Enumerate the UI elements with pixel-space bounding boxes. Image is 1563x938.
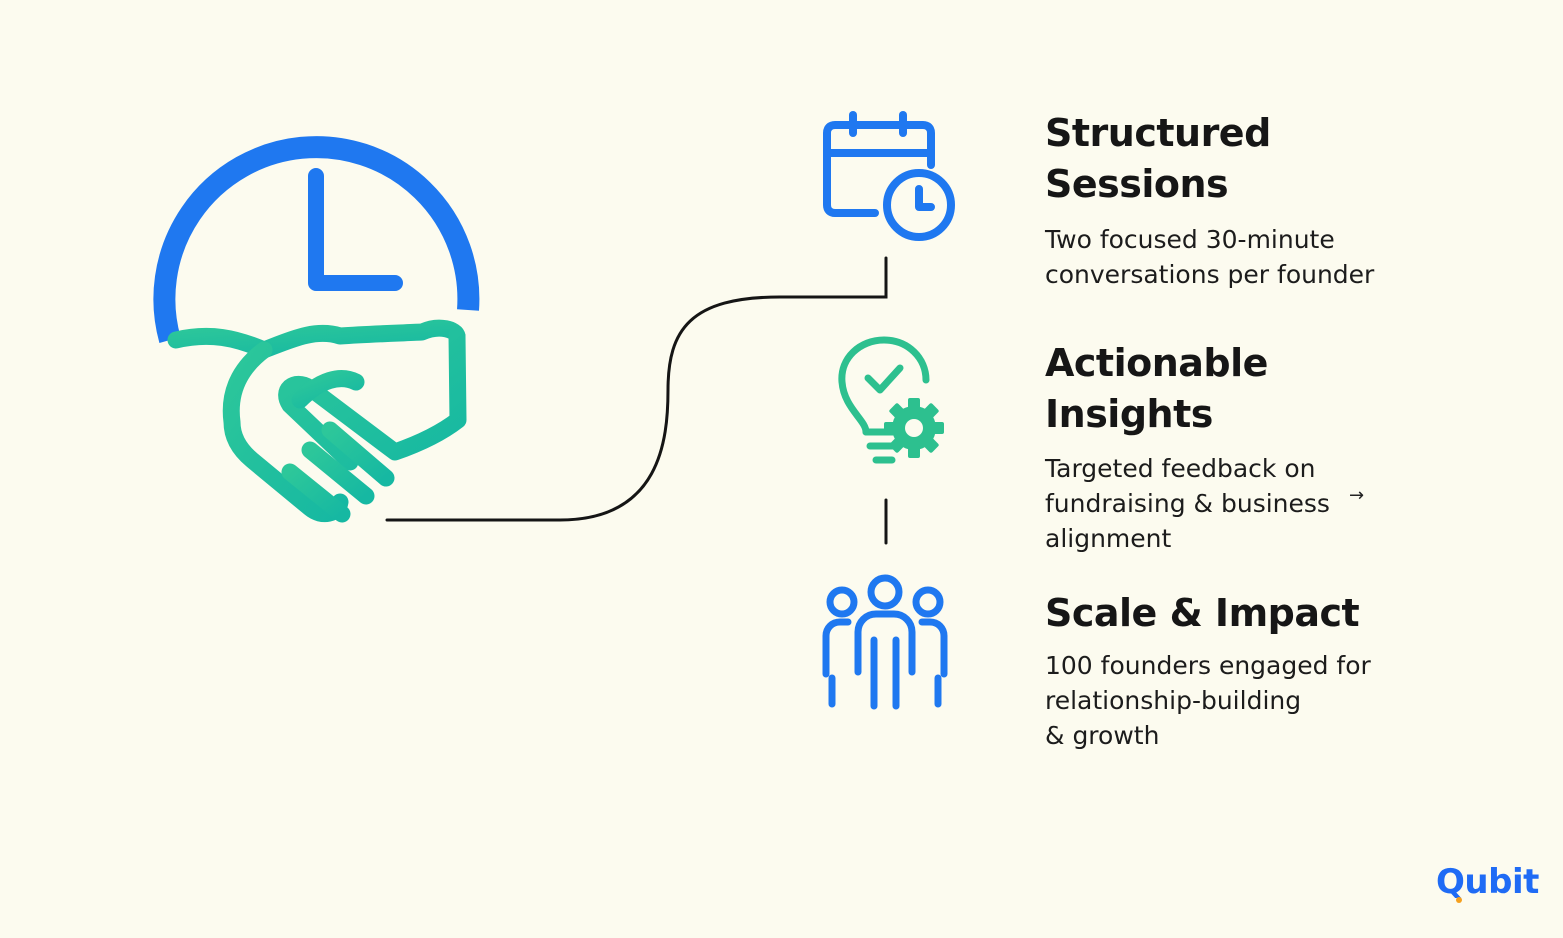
feature-title-line: Sessions [1045, 162, 1229, 206]
feature-desc-line: & growth [1045, 721, 1160, 750]
group-people-icon [822, 574, 948, 710]
feature-title-line: Structured [1045, 111, 1271, 155]
feature-title-line: Actionable [1045, 341, 1268, 385]
feature-title-structured-sessions: Structured Sessions [1045, 108, 1465, 210]
feature-desc-line: Two focused 30-minute [1045, 225, 1335, 254]
feature-desc-actionable-insights: Targeted feedback on fundraising & busin… [1045, 451, 1465, 556]
feature-desc-structured-sessions: Two focused 30-minute conversations per … [1045, 222, 1465, 292]
feature-desc-line: 100 founders engaged for [1045, 651, 1371, 680]
feature-desc-line: Targeted feedback on [1045, 454, 1316, 483]
clock-hands [308, 168, 403, 291]
feature-title-actionable-insights: Actionable Insights [1045, 338, 1465, 440]
clock-handshake-icon [153, 136, 480, 523]
handshake-shape [167, 319, 467, 523]
lightbulb-gear-icon [838, 336, 944, 464]
gear-icon [884, 398, 944, 458]
logo-accent-dot [1456, 897, 1462, 903]
feature-desc-line: fundraising & business [1045, 489, 1330, 518]
calendar-clock-icon [823, 111, 955, 241]
feature-title-scale-impact: Scale & Impact [1045, 588, 1465, 639]
feature-title-line: Scale & Impact [1045, 591, 1360, 635]
qubit-logo: Qubit [1436, 862, 1539, 902]
small-arrow-glyph: → [1349, 485, 1365, 506]
feature-title-line: Insights [1045, 392, 1213, 436]
feature-desc-scale-impact: 100 founders engaged for relationship-bu… [1045, 648, 1465, 753]
clock-arc [153, 136, 480, 343]
feature-desc-line: relationship-building [1045, 686, 1302, 715]
feature-desc-line: alignment [1045, 524, 1172, 553]
feature-desc-line: conversations per founder [1045, 260, 1375, 289]
